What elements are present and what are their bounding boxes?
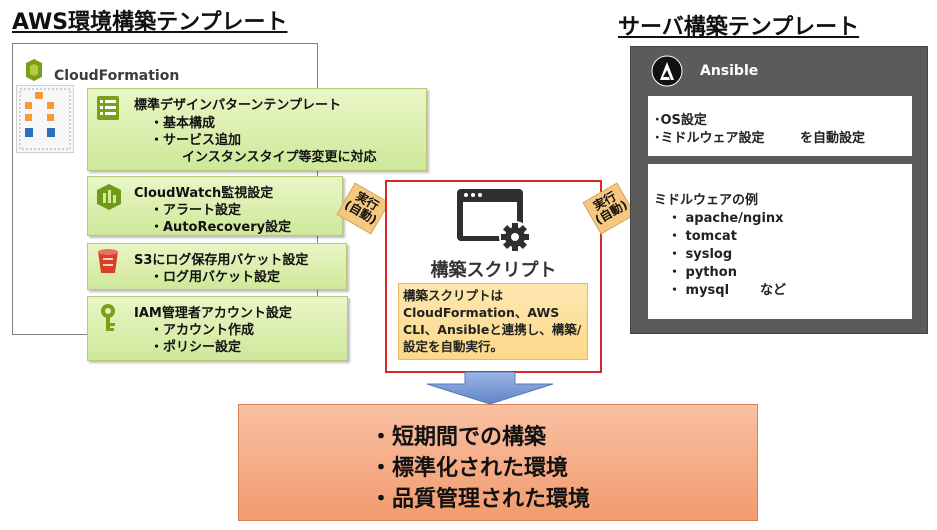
ansible-logo-icon [651, 55, 683, 87]
result-standardized-env: ・標準化された環境 [370, 456, 569, 481]
item-title: CloudWatch監視設定 [134, 186, 274, 201]
middleware-example: ・ syslog [668, 247, 733, 262]
item-title: S3にログ保存用バケット設定 [134, 253, 309, 268]
middleware-example: ・ python [668, 265, 737, 280]
results-box [238, 404, 758, 521]
template-diagram-thumbnail [16, 85, 74, 153]
setting-line: ･ミドルウェア設定 [654, 131, 765, 146]
template-list-icon [97, 96, 119, 120]
build-script-description: 構築スクリプトはCloudFormation、AWS CLI、Ansibleと連… [398, 283, 588, 360]
build-script-label: 構築スクリプト [430, 260, 557, 281]
iam-key-icon [101, 304, 115, 331]
cloudwatch-settings-box: CloudWatch監視設定 ・アラート設定 ・AutoRecovery設定 [87, 176, 343, 236]
middleware-examples-box: ミドルウェアの例 ・ apache/nginx ・ tomcat ・ syslo… [648, 164, 912, 319]
settings-suffix: を自動設定 [800, 131, 866, 146]
examples-suffix: など [760, 283, 787, 298]
iam-admin-settings-box: IAM管理者アカウント設定 ・アカウント作成 ・ポリシー設定 [87, 296, 348, 361]
middleware-example: ・ mysql [668, 283, 730, 298]
item-line: ・ポリシー設定 [150, 340, 242, 355]
ansible-label: Ansible [700, 63, 759, 79]
aws-template-heading: AWS環境構築テンプレート [12, 10, 288, 35]
middleware-example: ・ apache/nginx [668, 211, 784, 226]
down-arrow-icon [426, 372, 554, 404]
server-template-heading: サーバ構築テンプレート [618, 15, 860, 40]
cloudformation-icon [26, 59, 42, 81]
s3-bucket-settings-box: S3にログ保存用バケット設定 ・ログ用バケット設定 [87, 243, 347, 290]
examples-title: ミドルウェアの例 [654, 193, 759, 208]
item-line: ・基本構成 [150, 116, 216, 131]
setting-line: ･OS設定 [654, 113, 707, 128]
result-short-build-time: ・短期間での構築 [370, 425, 547, 450]
design-pattern-template-box: 標準デザインパターンテンプレート ・基本構成 ・サービス追加 インスタンスタイプ… [87, 88, 427, 171]
item-line: ・アラート設定 [150, 203, 242, 218]
item-line: ・アカウント作成 [150, 323, 255, 338]
item-line: ・サービス追加 [150, 133, 242, 148]
script-window-gear-icon [457, 189, 531, 253]
item-line: ・ログ用バケット設定 [150, 270, 281, 285]
item-line: ・AutoRecovery設定 [150, 220, 292, 235]
item-title: IAM管理者アカウント設定 [134, 306, 292, 321]
cloudwatch-icon [97, 184, 121, 210]
cloudformation-label: CloudFormation [54, 68, 180, 84]
item-line: インスタンスタイプ等変更に対応 [182, 150, 377, 165]
middleware-example: ・ tomcat [668, 229, 737, 244]
exec-auto-badge-left: 実行 (自動) [336, 182, 390, 235]
item-title: 標準デザインパターンテンプレート [134, 98, 341, 113]
s3-bucket-icon [98, 249, 118, 273]
auto-settings-box: ･OS設定 ･ミドルウェア設定 を自動設定 [648, 96, 912, 156]
result-quality-managed-env: ・品質管理された環境 [370, 487, 591, 512]
